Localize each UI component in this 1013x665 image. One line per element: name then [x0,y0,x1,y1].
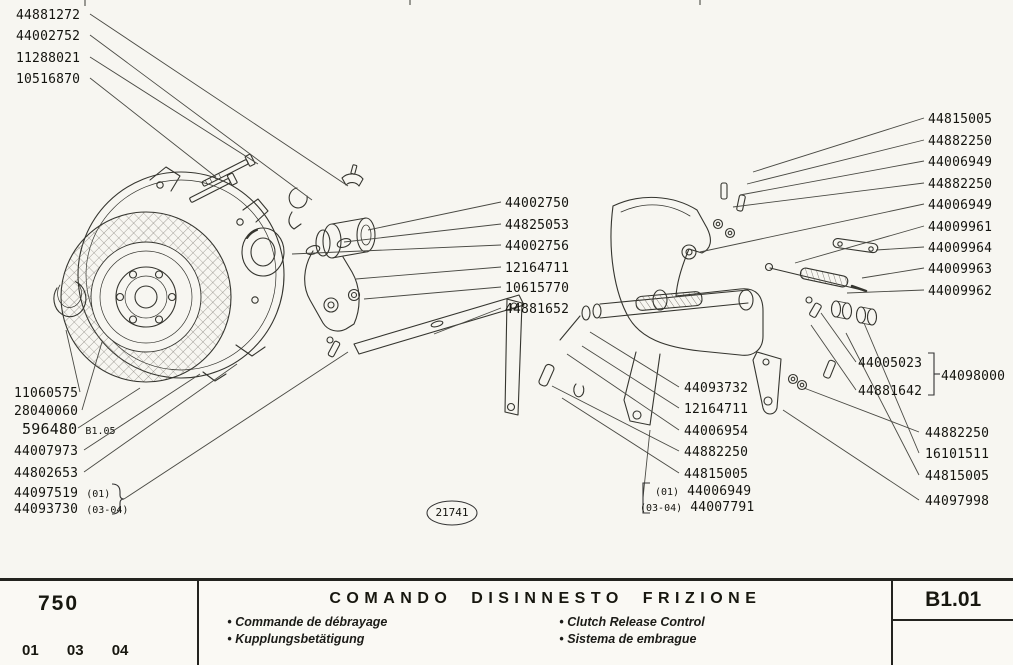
release-bearing [241,227,285,277]
subtitle-columns: Commande de débrayage Kupplungsbetätigun… [199,614,891,648]
part-number-label: 44815005 [684,467,749,482]
part-number-label: 44009963 [928,262,993,277]
part-number-label: 44002750 [505,196,570,211]
figure-code: 21741 [435,506,469,519]
part-number-label: 44093732 [684,381,749,396]
snap-ring [53,280,87,318]
subtitle-spanish: Sistema de embrague [559,631,891,648]
variant-code: (03-04) [640,503,683,514]
adjuster-lever [832,238,879,254]
part-number-label: 10516870 [16,72,81,87]
part-number: 44007791 [690,500,755,515]
release-fork [304,237,361,358]
spacer-rollers [830,300,878,326]
part-number-variant-label: (01) 44006949 [655,484,751,499]
part-number-label: 44006954 [684,424,749,439]
cross-ref-number: 596480 [22,420,78,438]
part-number-label: 44882250 [928,134,993,149]
exploded-view-drawing [53,0,940,526]
part-number-label: 11060575 [14,386,79,401]
part-number-label: 44005023 [858,356,923,371]
part-number-label: 44815005 [928,112,993,127]
pivot-pins [712,182,746,239]
mounting-bolts [189,153,256,203]
return-spring-rod [559,289,749,341]
page-reference: B1.01 [893,581,1013,621]
variant-code: (01) [655,487,680,498]
part-number-label: 44881642 [858,384,923,399]
variant-code: (01) [86,489,111,500]
part-number-label: 10615770 [505,281,570,296]
model-number: 750 [38,592,80,615]
title-block: 750 01 03 04 COMANDO DISINNESTO FRIZIONE… [0,578,1013,665]
part-number-label: 44882250 [925,426,990,441]
part-number-label: 12164711 [505,261,570,276]
part-number-label: 44002756 [505,239,570,254]
grease-fitting [805,296,822,318]
part-number-label: 44815005 [925,469,990,484]
page-ref-cell: B1.01 [891,581,1013,665]
subtitle-german: Kupplungsbetätigung [227,631,559,648]
diagram-area: 44881272 44002752 11288021 10516870 4481… [14,0,1006,526]
part-number-label: 44097998 [925,494,990,509]
control-rod [353,294,525,355]
part-number-label: 44882250 [684,445,749,460]
bracket-right-group [928,352,935,396]
part-number-label: 44009964 [928,241,993,256]
clutch-friction-disc [60,211,232,383]
bearing-sleeve [315,217,376,259]
part-number-label: 44007973 [14,444,79,459]
figure-code-oval [426,500,478,526]
part-number: 44093730 [14,502,79,517]
adjuster-rod-spring [764,262,868,293]
lower-link-lever [752,351,836,415]
subtitle-column-right: Clutch Release Control Sistema de embrag… [559,614,891,648]
leader-lines [65,13,925,501]
subtitle-french: Commande de débrayage [227,614,559,631]
part-number-label: 44825053 [505,218,570,233]
part-number-variant-label: 44097519 (01) [14,486,110,501]
section-codes: 01 03 04 [22,642,129,659]
lever-pin [538,363,585,398]
part-number: 44097519 [14,486,79,501]
part-number-label: 44009962 [928,284,993,299]
pedal-bracket [610,196,764,426]
subtitle-english: Clutch Release Control [559,614,891,631]
part-number-label: 16101511 [925,447,990,462]
cross-reference-label: 596480 B1.05 [22,420,116,438]
outer-lever [504,298,523,416]
title-cell: COMANDO DISINNESTO FRIZIONE Commande de … [199,581,891,665]
part-number-label: 11288021 [16,51,81,66]
part-number-label: 44006949 [928,155,993,170]
part-number-label: 44009961 [928,220,993,235]
assembly-number-label: 44098000 [941,369,1006,384]
model-cell: 750 01 03 04 [0,581,200,665]
page-ticks [84,0,701,6]
variant-code: (03-04) [86,505,129,516]
part-number-label: 44881652 [505,302,570,317]
part-number: 44006949 [687,484,752,499]
part-number-label: 12164711 [684,402,749,417]
grouping-brackets [111,352,940,515]
brace-lower-left-variants [111,483,125,515]
part-number-label: 44002752 [16,29,81,44]
fork-screw [327,340,341,358]
bracket-lower-center-variants [642,482,650,514]
retaining-clips [288,164,364,230]
diagram-title: COMANDO DISINNESTO FRIZIONE [329,590,762,607]
cross-ref-page: B1.05 [85,426,116,437]
subtitle-column-left: Commande de débrayage Kupplungsbetätigun… [227,614,559,648]
part-number-variant-label: 44093730 (03-04) [14,502,128,517]
part-number-label: 44881272 [16,8,81,23]
part-number-label: 44882250 [928,177,993,192]
part-number-label: 44006949 [928,198,993,213]
part-number-label: 44802653 [14,466,79,481]
part-number-variant-label: (03-04) 44007791 [640,500,754,515]
part-number-label: 28040060 [14,404,79,419]
